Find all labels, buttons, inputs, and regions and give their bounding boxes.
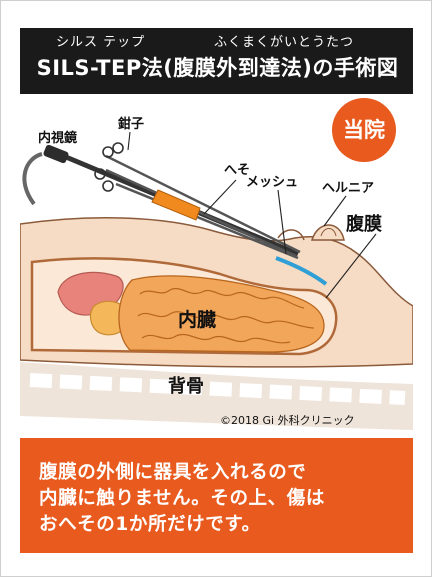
mesh-patch	[275, 256, 328, 286]
title-banner: シルス テップ ふくまくがいとうたつ SILS-TEP法(腹膜外到達法)の手術図	[20, 28, 413, 94]
caption-line-2: 内臓に触りません。その上、傷は	[39, 488, 325, 509]
intestine-organs	[118, 275, 325, 353]
badge-label: 当院	[343, 118, 385, 142]
clinic-badge: 当院	[332, 98, 396, 162]
hernia-bulge	[310, 224, 345, 241]
forceps-rings	[94, 142, 124, 192]
label-viscera: 内臓	[178, 308, 216, 331]
label-mesh: メッシュ	[246, 175, 298, 190]
copyright-text: ©2018 Gi 外科クリニック	[220, 413, 355, 427]
label-hernia: ヘルニア	[322, 181, 374, 196]
ruby-sils-tep: シルス テップ	[56, 35, 146, 50]
page-title: SILS-TEP法(腹膜外到達法)の手術図	[36, 56, 399, 80]
laparoscope-instruments	[22, 144, 301, 260]
navel-mark	[277, 229, 305, 241]
label-navel: へそ	[224, 163, 250, 178]
spine-illustration	[20, 362, 413, 430]
label-endoscope: 内視鏡	[38, 130, 77, 146]
caption-box: 腹膜の外側に器具を入れるので 内臓に触りません。その上、傷は おへその1か所だけ…	[20, 438, 413, 553]
surgery-diagram: 当院 内視鏡 鉗子 へそ メッシュ ヘルニア 腹膜 内臓 背骨 ©2018 Gi…	[20, 98, 413, 430]
label-spine: 背骨	[168, 375, 204, 397]
ruby-method-reading: ふくまくがいとうたつ	[214, 35, 355, 50]
label-peritoneum: 腹膜	[346, 213, 382, 235]
label-forceps: 鉗子	[118, 116, 144, 132]
caption-line-1: 腹膜の外側に器具を入れるので	[39, 462, 307, 483]
caption-line-3: おへその1か所だけです。	[39, 514, 261, 535]
leader-lines	[127, 131, 377, 299]
